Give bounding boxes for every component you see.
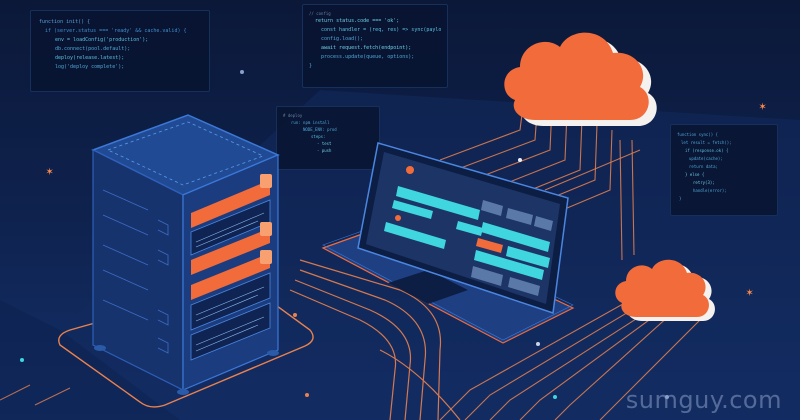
code-panel-top-center: // config return status.code === 'ok'; c… bbox=[302, 4, 448, 88]
node-dot bbox=[536, 342, 540, 346]
code-line: return data; bbox=[689, 164, 718, 169]
node-dot bbox=[293, 313, 297, 317]
node-dot bbox=[240, 70, 244, 74]
code-line: db.connect(pool.default); bbox=[55, 46, 131, 52]
code-line: let result = fetch(); bbox=[681, 140, 732, 145]
code-panel-top-left: function init() { if (server.status === … bbox=[30, 10, 210, 92]
node-dot bbox=[518, 158, 522, 162]
code-line: deploy(release.latest); bbox=[55, 55, 125, 61]
code-line: await request.fetch(endpoint); bbox=[321, 45, 412, 51]
code-line: retry(3); bbox=[693, 180, 715, 185]
code-line: process.update(queue, options); bbox=[321, 54, 415, 60]
node-dot bbox=[20, 358, 24, 362]
code-panel-right: function sync() { let result = fetch(); … bbox=[670, 124, 778, 216]
code-line: // config bbox=[309, 11, 331, 16]
code-line: - push bbox=[317, 148, 332, 153]
code-line: env = loadConfig('production'); bbox=[55, 37, 149, 43]
code-line: if (server.status === 'ready' && cache.v… bbox=[45, 28, 187, 34]
code-line: # deploy bbox=[283, 113, 303, 118]
code-panel-mid-left: # deploy run: npm install NODE_ENV: prod… bbox=[276, 106, 380, 170]
code-line: if (response.ok) { bbox=[685, 148, 729, 153]
code-line: handle(error); bbox=[693, 188, 727, 193]
sparkle-icon: ✶ bbox=[746, 285, 754, 299]
code-line: function init() { bbox=[39, 19, 91, 25]
sparkle-icon: ✶ bbox=[46, 164, 54, 178]
code-line: update(cache); bbox=[689, 156, 723, 161]
code-line: - test bbox=[317, 141, 332, 146]
code-line: log('deploy complete'); bbox=[55, 64, 125, 70]
server-rack bbox=[91, 114, 280, 395]
code-line: const handler = (req, res) => sync(paylo… bbox=[321, 27, 441, 33]
code-line: NODE_ENV: prod bbox=[303, 127, 337, 132]
code-line: } bbox=[679, 196, 682, 201]
laptop bbox=[321, 142, 575, 344]
node-dot bbox=[553, 395, 557, 399]
node-dot bbox=[665, 395, 669, 399]
code-line: config.load(); bbox=[321, 36, 364, 42]
code-line: steps: bbox=[311, 134, 326, 139]
node-dot bbox=[305, 393, 309, 397]
cloud-icon bbox=[615, 259, 715, 321]
code-line: } bbox=[309, 63, 313, 69]
code-line: } else { bbox=[685, 172, 705, 177]
code-line: return status.code === 'ok'; bbox=[315, 18, 400, 24]
sparkle-icon: ✶ bbox=[759, 99, 767, 113]
code-line: function sync() { bbox=[677, 132, 718, 137]
cloud-icon bbox=[504, 32, 657, 126]
watermark: sumguy.com bbox=[625, 386, 782, 414]
code-line: run: npm install bbox=[291, 120, 330, 125]
